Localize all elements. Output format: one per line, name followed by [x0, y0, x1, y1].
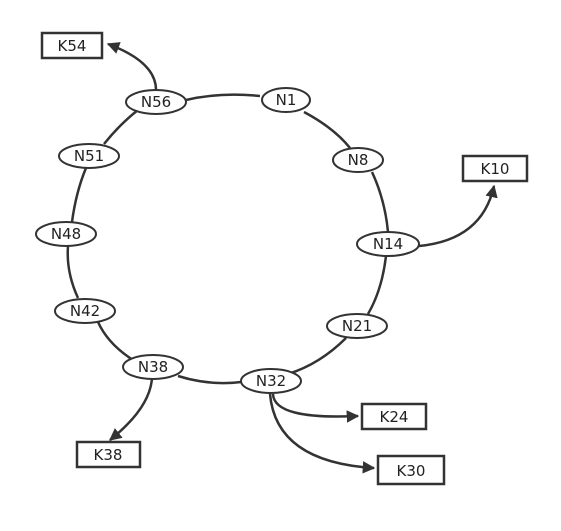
ring — [66, 93, 390, 385]
edge-n14-k10 — [418, 184, 498, 248]
ring-arc-n42-n48 — [66, 245, 80, 299]
key-label: K54 — [58, 37, 87, 55]
node-label: N21 — [342, 317, 372, 335]
node-n21: N21 — [326, 313, 388, 339]
edge-n32-k30 — [268, 393, 376, 474]
ring-arc-n14-n21 — [366, 255, 388, 315]
key-label: K38 — [94, 446, 123, 464]
key-k30: K30 — [376, 454, 446, 486]
node-label: N8 — [348, 151, 369, 169]
ring-arc-n21-n32 — [287, 337, 347, 376]
edge-n32-k24 — [271, 393, 360, 423]
node-n42: N42 — [54, 298, 116, 324]
node-n32: N32 — [240, 368, 302, 394]
key-label: K30 — [397, 462, 426, 480]
edge-n38-k38 — [109, 377, 154, 441]
ring-arc-n38-n42 — [96, 321, 134, 362]
key-edges — [106, 42, 498, 474]
ring-arc-n51-n56 — [103, 109, 139, 145]
ring-arc-n56-n1 — [185, 93, 261, 102]
ring-arc-n1-n8 — [303, 110, 351, 149]
node-n51: N51 — [58, 143, 120, 169]
node-label: N14 — [373, 235, 403, 253]
node-n14: N14 — [356, 231, 420, 257]
node-label: N38 — [138, 358, 168, 376]
node-label: N48 — [51, 225, 81, 243]
node-label: N51 — [74, 147, 104, 165]
node-n56: N56 — [125, 89, 187, 115]
edge-n56-k54 — [106, 42, 158, 91]
key-k24: K24 — [360, 402, 428, 431]
node-n8: N8 — [332, 147, 384, 173]
key-k10: K10 — [461, 154, 529, 183]
node-label: N1 — [276, 91, 297, 109]
node-n1: N1 — [261, 87, 311, 113]
key-k38: K38 — [75, 440, 142, 469]
ring-arc-n8-n14 — [370, 171, 390, 233]
ring-arc-n32-n38 — [177, 374, 242, 385]
node-label: N42 — [70, 302, 100, 320]
ring-arc-n48-n51 — [70, 167, 88, 223]
node-label: N56 — [141, 93, 171, 111]
key-label: K24 — [380, 408, 409, 426]
node-n48: N48 — [35, 221, 97, 247]
node-label: N32 — [256, 372, 286, 390]
key-label: K10 — [481, 160, 510, 178]
node-n38: N38 — [122, 354, 184, 380]
key-k54: K54 — [40, 31, 104, 60]
